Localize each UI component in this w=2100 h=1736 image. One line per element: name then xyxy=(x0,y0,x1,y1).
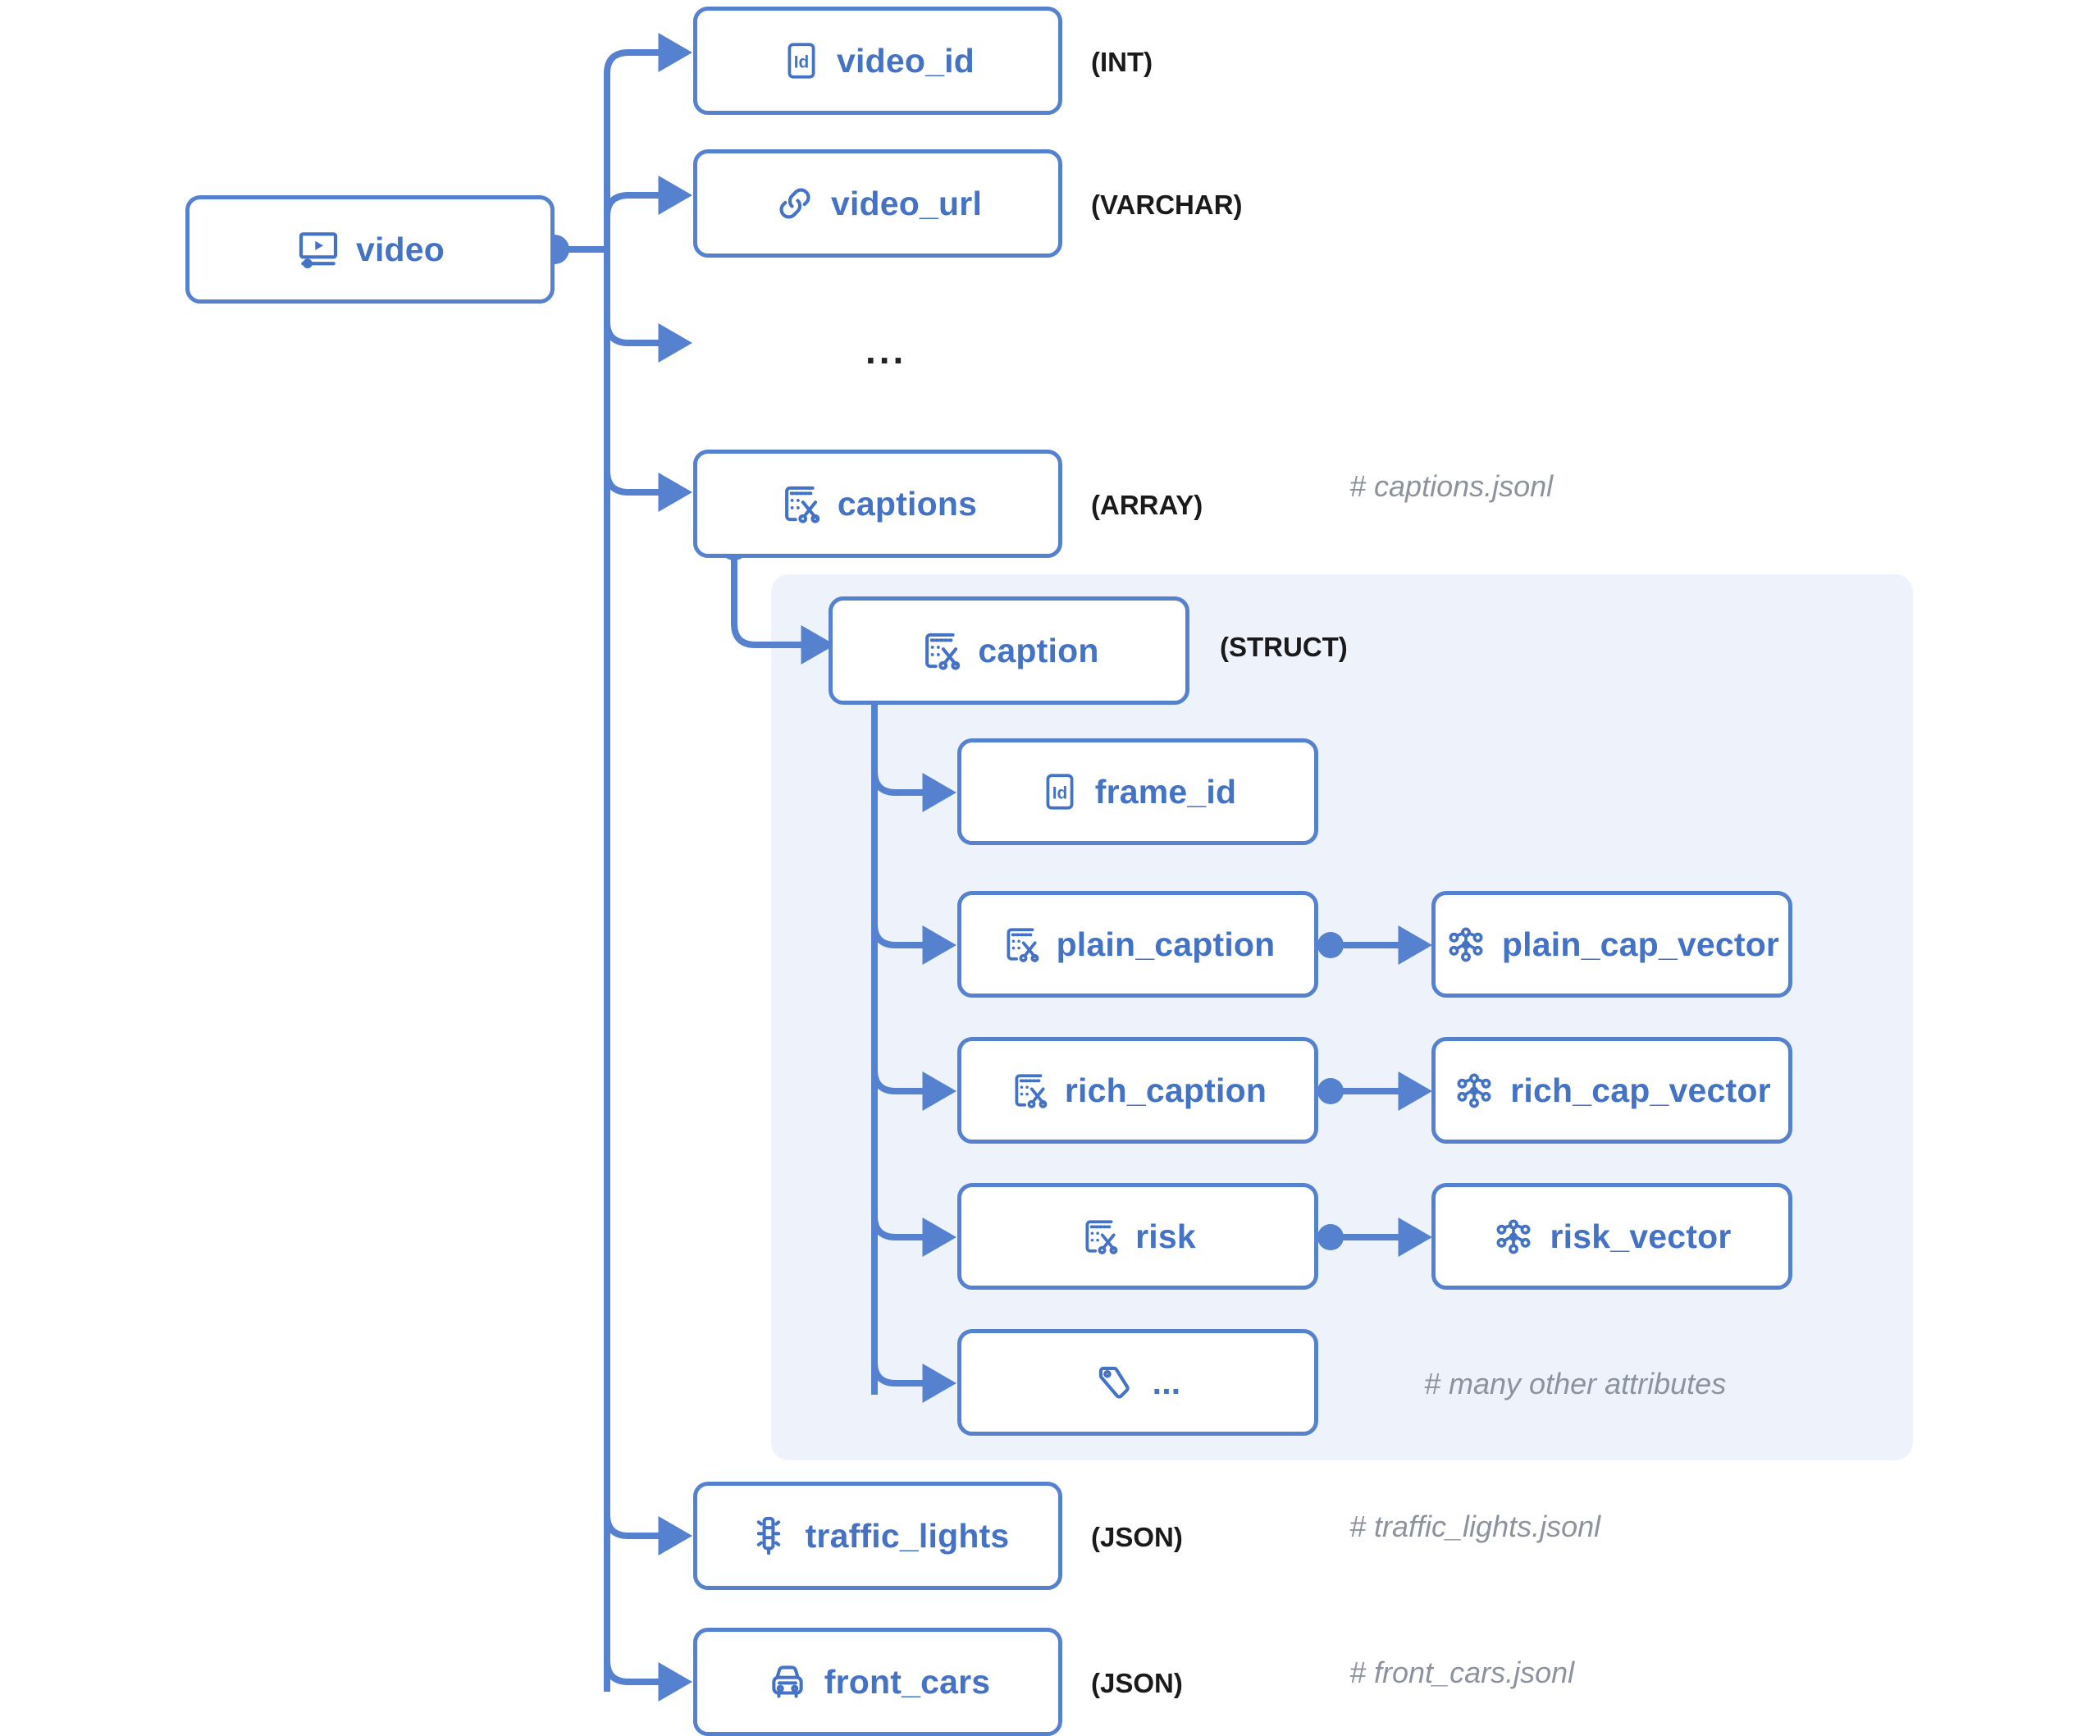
node-frame-id-label: frame_id xyxy=(1094,772,1237,811)
node-captions[interactable]: captions xyxy=(693,450,1062,558)
node-video-label: video xyxy=(355,230,445,268)
type-traffic-lights: (JSON) xyxy=(1091,1522,1183,1552)
node-plain-cap-vector[interactable]: plain_cap_vector xyxy=(1431,891,1792,998)
node-plain-cap-vector-label: plain_cap_vector xyxy=(1501,925,1780,963)
caption-cut-icon xyxy=(1009,1070,1050,1111)
traffic-light-icon xyxy=(746,1514,791,1558)
type-video-url: (VARCHAR) xyxy=(1091,190,1243,220)
node-rich-cap-vector-label: rich_cap_vector xyxy=(1510,1071,1771,1109)
node-risk-vector[interactable]: risk_vector xyxy=(1431,1183,1792,1290)
type-video-id: (INT) xyxy=(1091,47,1153,77)
node-captions-label: captions xyxy=(837,484,978,523)
vector-graph-icon xyxy=(1445,923,1487,966)
node-risk[interactable]: risk xyxy=(957,1183,1318,1290)
node-video-url[interactable]: video_url xyxy=(693,149,1062,258)
vector-graph-icon xyxy=(1453,1069,1495,1112)
svg-text:Id: Id xyxy=(1052,783,1067,802)
node-caption-label: caption xyxy=(978,631,1099,669)
caption-cut-icon xyxy=(1080,1216,1121,1257)
vector-graph-icon xyxy=(1492,1215,1535,1258)
tag-icon xyxy=(1095,1361,1138,1404)
caption-cut-icon xyxy=(919,628,963,673)
node-caption[interactable]: caption xyxy=(829,596,1189,705)
node-risk-vector-label: risk_vector xyxy=(1550,1217,1732,1255)
type-caption: (STRUCT) xyxy=(1220,632,1348,662)
id-card-icon: Id xyxy=(1039,771,1080,812)
node-video-id-label: video_id xyxy=(837,41,975,80)
node-rich-caption-label: rich_caption xyxy=(1064,1071,1267,1109)
video-player-icon xyxy=(295,226,341,272)
id-card-icon: Id xyxy=(781,40,822,81)
comment-more-attributes: # many other attributes xyxy=(1424,1367,1727,1400)
node-traffic-lights[interactable]: traffic_lights xyxy=(693,1482,1062,1590)
node-plain-caption-label: plain_caption xyxy=(1056,925,1276,963)
caption-cut-icon xyxy=(778,482,823,526)
caption-struct-panel xyxy=(771,574,1913,1460)
node-video-url-label: video_url xyxy=(830,184,983,222)
node-frame-id[interactable]: Id frame_id xyxy=(957,738,1318,845)
comment-traffic-lights: # traffic_lights.jsonl xyxy=(1349,1510,1601,1543)
node-traffic-lights-label: traffic_lights xyxy=(805,1516,1010,1555)
caption-cut-icon xyxy=(1001,924,1042,965)
link-icon xyxy=(774,182,816,225)
type-front-cars: (JSON) xyxy=(1091,1668,1183,1698)
video-fields-ellipsis: ... xyxy=(865,329,907,372)
comment-captions: # captions.jsonl xyxy=(1349,469,1554,503)
node-front-cars-label: front_cars xyxy=(824,1662,991,1701)
node-rich-caption[interactable]: rich_caption xyxy=(957,1037,1318,1144)
node-more-attributes[interactable]: ... xyxy=(957,1329,1318,1436)
node-video[interactable]: video xyxy=(185,195,555,304)
node-rich-cap-vector[interactable]: rich_cap_vector xyxy=(1431,1037,1792,1144)
svg-text:Id: Id xyxy=(794,53,810,71)
node-more-attributes-label: ... xyxy=(1152,1363,1181,1401)
node-risk-label: risk xyxy=(1135,1217,1196,1255)
car-icon xyxy=(765,1660,810,1704)
node-plain-caption[interactable]: plain_caption xyxy=(957,891,1318,998)
comment-front-cars: # front_cars.jsonl xyxy=(1349,1656,1575,1689)
node-video-id[interactable]: Id video_id xyxy=(693,7,1062,115)
node-front-cars[interactable]: front_cars xyxy=(693,1628,1062,1736)
type-captions: (ARRAY) xyxy=(1091,490,1203,520)
